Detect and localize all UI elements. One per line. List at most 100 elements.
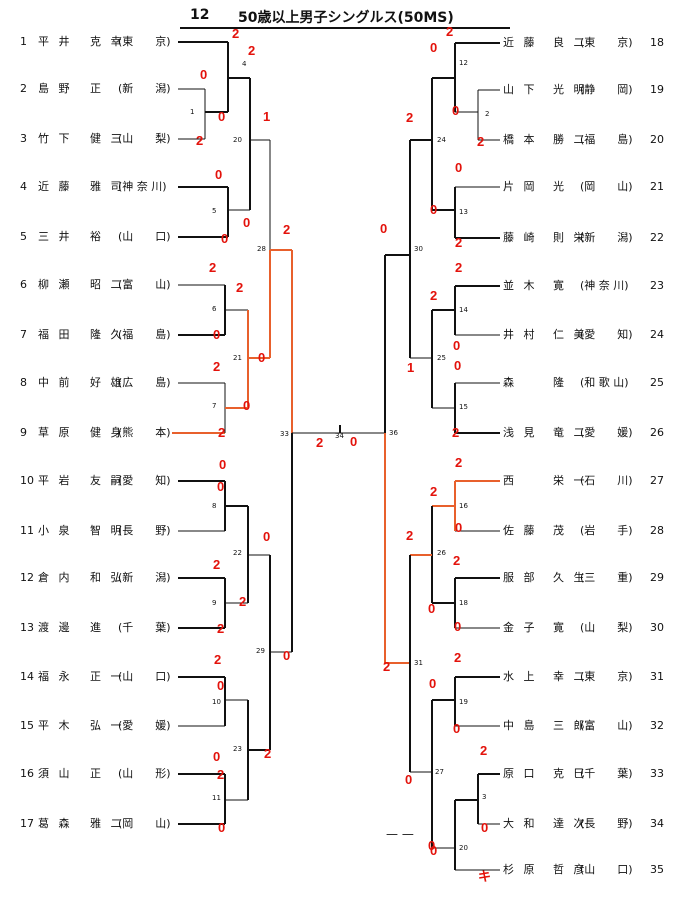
match-number: 30	[414, 245, 423, 253]
player-prefecture: (長 野)	[118, 524, 171, 537]
set-score: 1	[407, 360, 415, 375]
set-score: 0	[200, 67, 208, 82]
match-number: 6	[212, 305, 217, 313]
set-score: 2	[213, 557, 221, 572]
player-given-name: 克 幸	[90, 35, 125, 48]
set-score: 0	[217, 479, 225, 494]
player-surname: 竹 下	[38, 132, 73, 145]
player-seed: 11	[20, 524, 34, 537]
player-seed: 3	[20, 132, 27, 145]
player-prefecture: (山 口)	[580, 863, 633, 876]
player-surname: 三 井	[38, 230, 73, 243]
set-score: 2	[316, 435, 324, 450]
player-surname: 服 部	[503, 571, 538, 584]
set-score: 2	[406, 110, 414, 125]
player-prefecture: (熊 本)	[118, 426, 171, 439]
player-seed: 6	[20, 278, 27, 291]
player-seed: 13	[20, 621, 34, 634]
set-score: 0	[430, 40, 438, 55]
player-prefecture: (三 重)	[580, 571, 633, 584]
player-prefecture: (神 奈 川)	[580, 279, 629, 292]
player-surname: 金 子	[503, 621, 538, 634]
set-score: 2	[217, 621, 225, 636]
player-prefecture: (愛 媛)	[580, 426, 633, 439]
player-prefecture: (静 岡)	[580, 83, 633, 96]
player-given-name: 隆 久	[90, 328, 125, 341]
set-score: 0	[428, 838, 436, 853]
player-seed: 28	[650, 524, 664, 537]
match-number: 22	[233, 549, 242, 557]
set-score: 0	[454, 358, 462, 373]
set-score: 2	[239, 594, 247, 609]
set-score: 0	[283, 648, 291, 663]
set-score: 2	[455, 455, 463, 470]
player-given-name: 哲 彦	[553, 863, 588, 876]
set-score: 0	[428, 601, 436, 616]
player-seed: 1	[20, 35, 27, 48]
bye-dash: — —	[386, 827, 414, 841]
set-score: 2	[453, 553, 461, 568]
player-seed: 4	[20, 180, 27, 193]
match-number: 27	[435, 768, 444, 776]
player-surname: 近 藤	[503, 36, 538, 49]
player-given-name: 隆	[553, 376, 567, 389]
player-given-name: 光 明	[553, 83, 588, 96]
player-seed: 23	[650, 279, 664, 292]
player-seed: 30	[650, 621, 664, 634]
match-number: 5	[212, 207, 217, 215]
player-seed: 34	[650, 817, 664, 830]
set-score: 2	[232, 26, 240, 41]
player-surname: 渡 邊	[38, 621, 73, 634]
match-number: 26	[437, 549, 446, 557]
player-seed: 35	[650, 863, 664, 876]
player-surname: 平 井	[38, 35, 73, 48]
player-prefecture: (石 川)	[580, 474, 633, 487]
player-given-name: 智 明	[90, 524, 125, 537]
player-surname: 葛 森	[38, 817, 73, 830]
player-surname: 中 島	[503, 719, 538, 732]
match-number: 11	[212, 794, 221, 802]
player-given-name: 弘 一	[90, 719, 125, 732]
player-seed: 14	[20, 670, 34, 683]
player-prefecture: (新 潟)	[118, 82, 171, 95]
set-score: 2	[452, 425, 460, 440]
player-surname: 山 下	[503, 83, 538, 96]
match-number: 34	[335, 432, 344, 440]
player-prefecture: (山 形)	[118, 767, 171, 780]
player-surname: 藤 崎	[503, 231, 538, 244]
player-surname: 西	[503, 474, 517, 487]
player-surname: 森	[503, 376, 517, 389]
player-given-name: 正	[90, 82, 104, 95]
set-score: 0	[217, 678, 225, 693]
player-prefecture: (山 口)	[118, 670, 171, 683]
player-seed: 22	[650, 231, 664, 244]
set-score: 0	[405, 772, 413, 787]
set-score: 2	[214, 652, 222, 667]
player-prefecture: (東 京)	[580, 670, 633, 683]
match-number: 36	[389, 429, 398, 437]
player-surname: 大 和	[503, 817, 538, 830]
player-surname: 柳 瀬	[38, 278, 73, 291]
player-seed: 26	[650, 426, 664, 439]
player-seed: 16	[20, 767, 34, 780]
match-number: 14	[459, 306, 468, 314]
set-score: 0	[215, 167, 223, 182]
player-surname: 草 原	[38, 426, 73, 439]
player-surname: 倉 内	[38, 571, 73, 584]
set-score: 2	[454, 650, 462, 665]
player-given-name: 幸 二	[553, 670, 588, 683]
match-number: 3	[482, 793, 487, 801]
player-given-name: 寛	[553, 621, 567, 634]
set-score: 0	[218, 820, 226, 835]
player-seed: 20	[650, 133, 664, 146]
match-number: 9	[212, 599, 217, 607]
match-number: 12	[459, 59, 468, 67]
player-given-name: 健 三	[90, 132, 125, 145]
set-score: 0	[455, 160, 463, 175]
player-seed: 8	[20, 376, 27, 389]
player-given-name: 正 一	[90, 670, 125, 683]
set-score: 0	[429, 676, 437, 691]
player-surname: 原 口	[503, 767, 538, 780]
player-prefecture: (千 葉)	[580, 767, 633, 780]
